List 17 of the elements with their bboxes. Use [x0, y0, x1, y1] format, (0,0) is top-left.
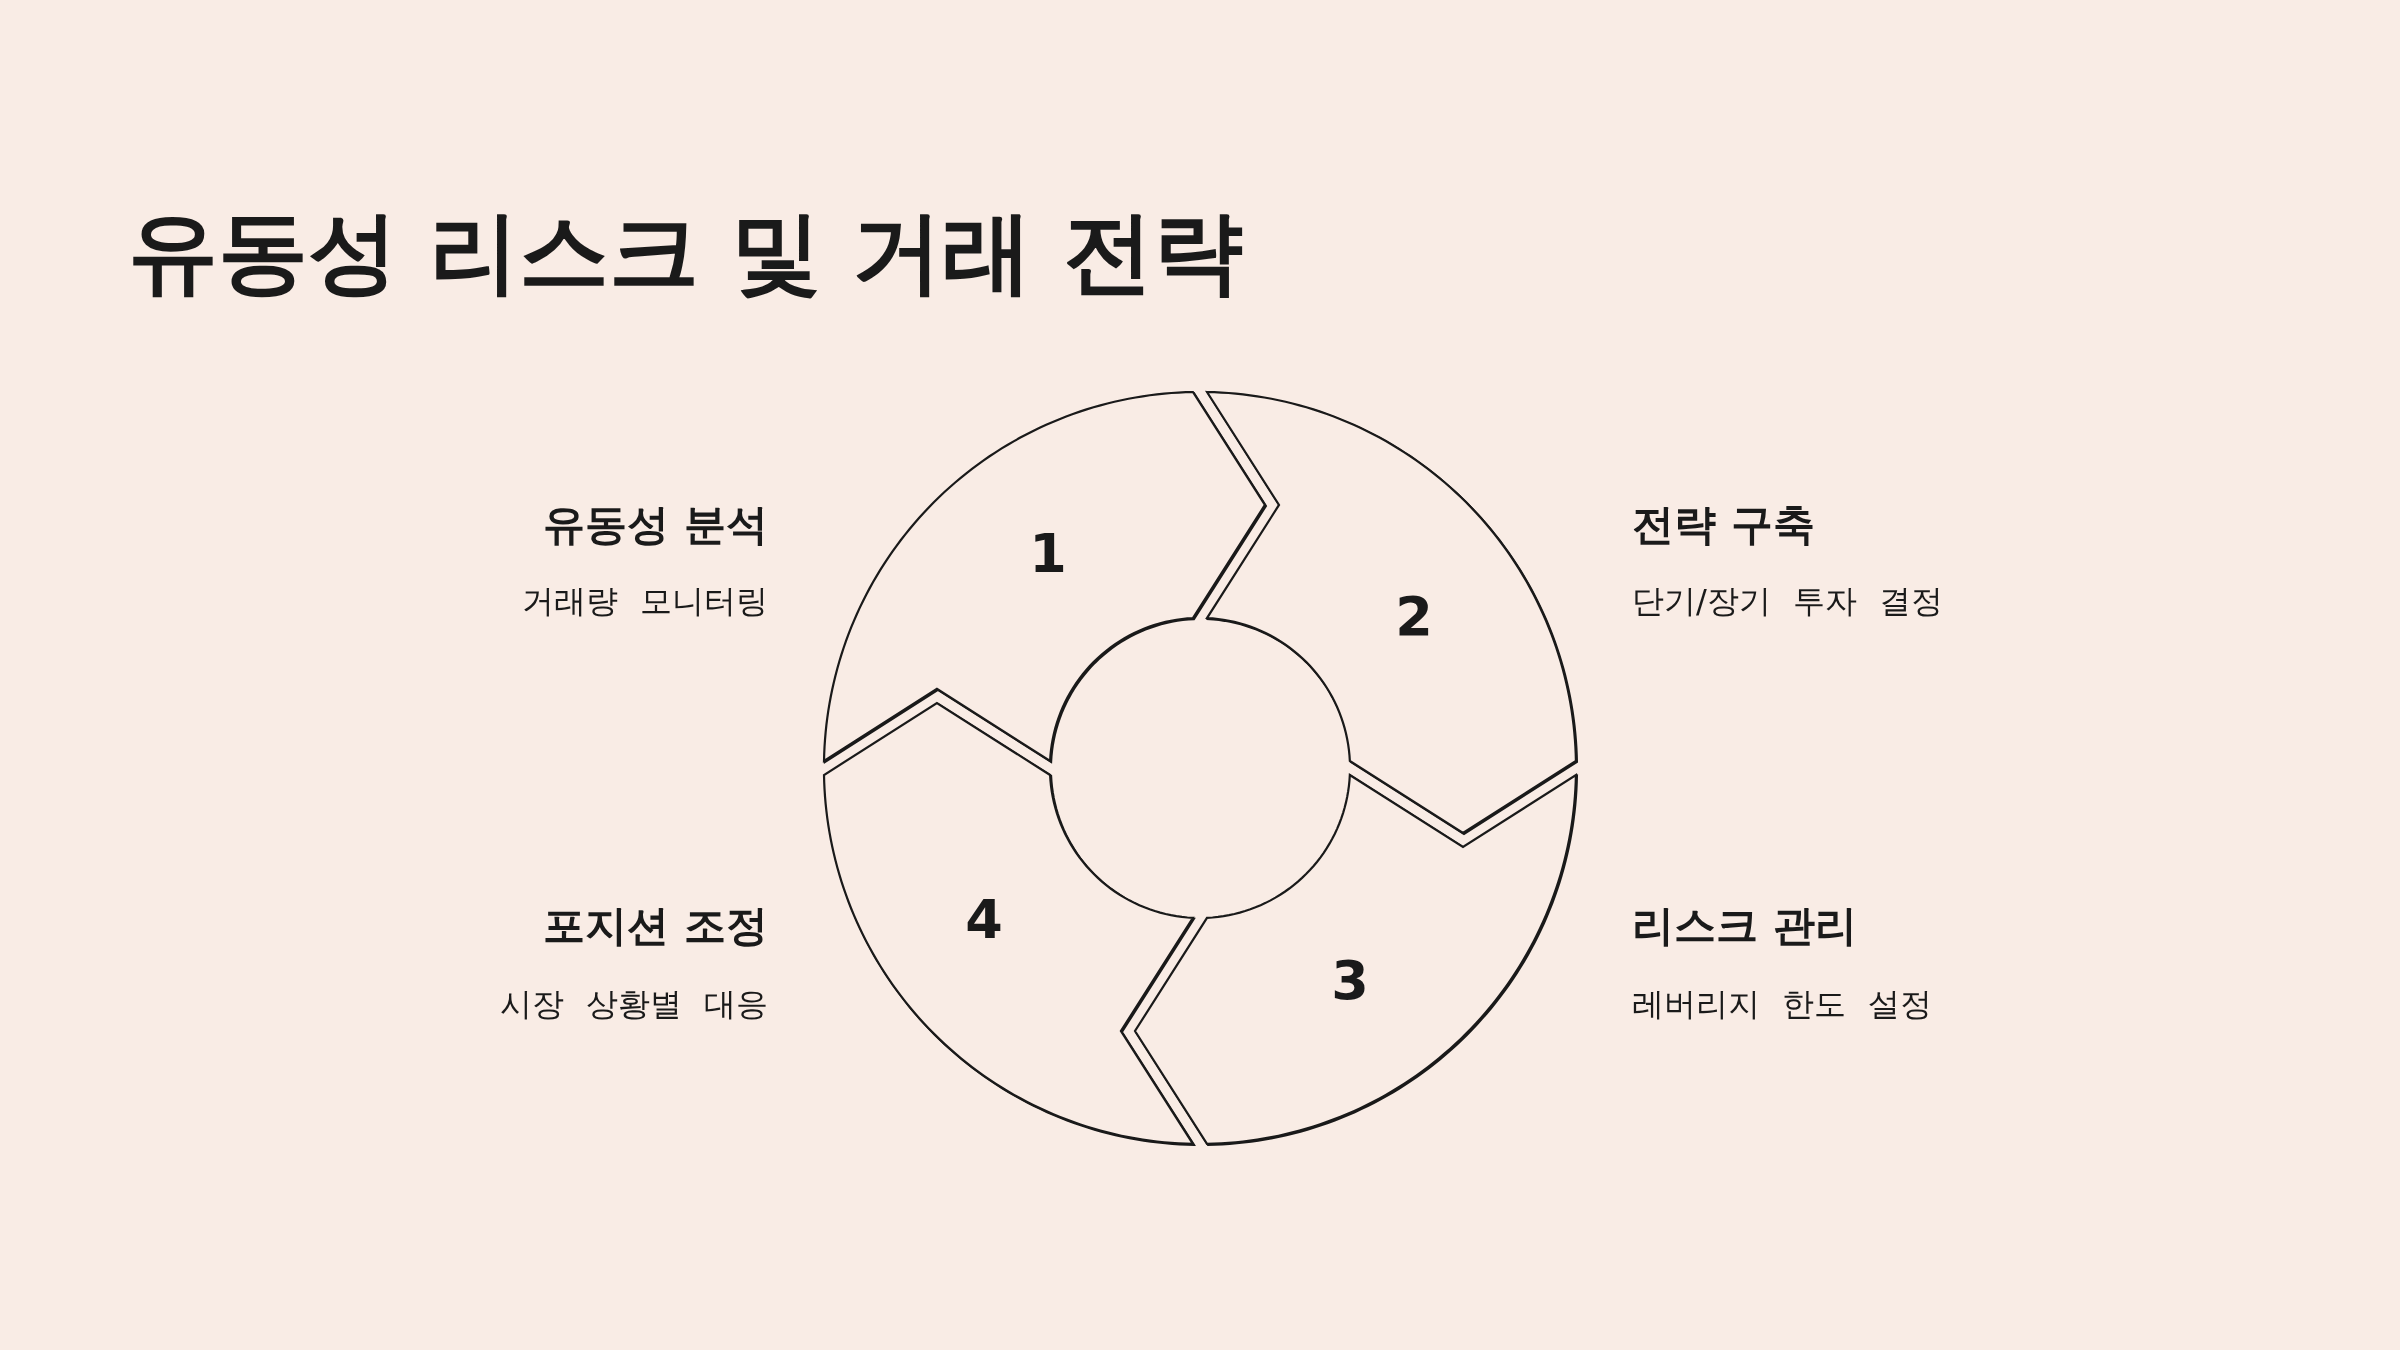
step-description: 거래량 모니터링	[521, 581, 768, 621]
step-description: 시장 상황별 대응	[499, 984, 768, 1024]
arrow-segment	[1204, 389, 1579, 836]
step-number: 4	[965, 893, 1003, 947]
slide-title: 유동성 리스크 및 거래 전략	[128, 200, 1244, 304]
arrow-segment	[821, 700, 1196, 1147]
step-number: 3	[1331, 954, 1369, 1008]
arrow-segment	[1132, 772, 1579, 1147]
step-heading: 리스크 관리	[1632, 900, 1857, 952]
step-number: 1	[1029, 527, 1067, 581]
step-number: 2	[1395, 590, 1433, 644]
step-heading: 유동성 분석	[543, 499, 768, 551]
step-description: 레버리지 한도 설정	[1632, 984, 1933, 1024]
step-description: 단기/장기 투자 결정	[1632, 581, 1944, 621]
arrow-segment	[821, 389, 1268, 764]
step-heading: 포지션 조정	[543, 900, 768, 952]
step-heading: 전략 구축	[1632, 499, 1815, 551]
